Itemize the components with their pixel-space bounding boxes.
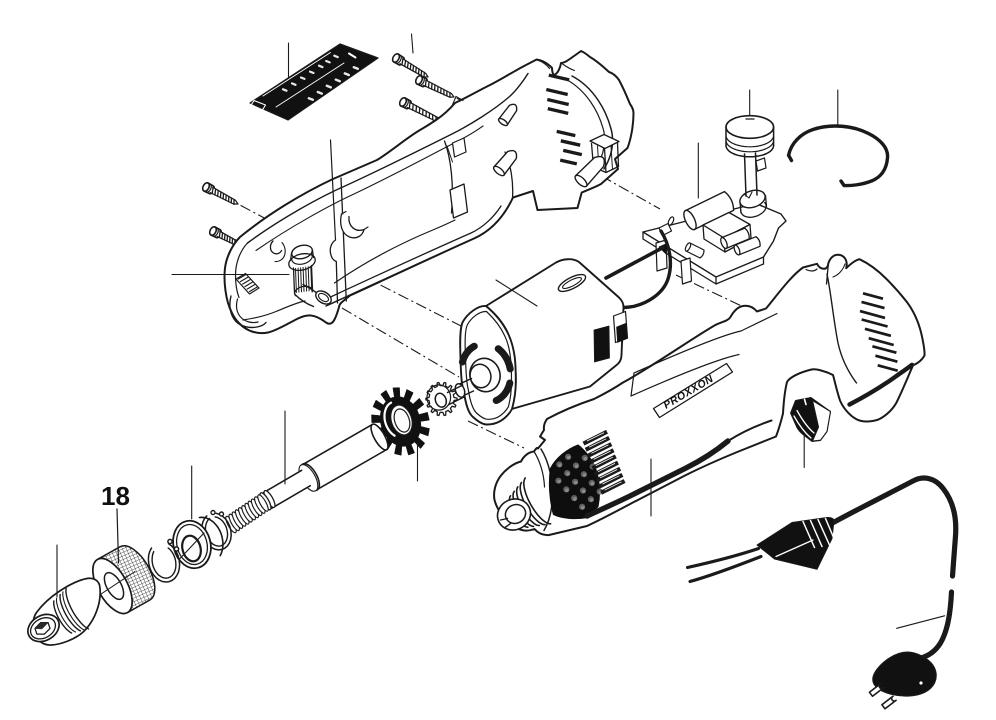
svg-text:18: 18 xyxy=(101,481,130,511)
